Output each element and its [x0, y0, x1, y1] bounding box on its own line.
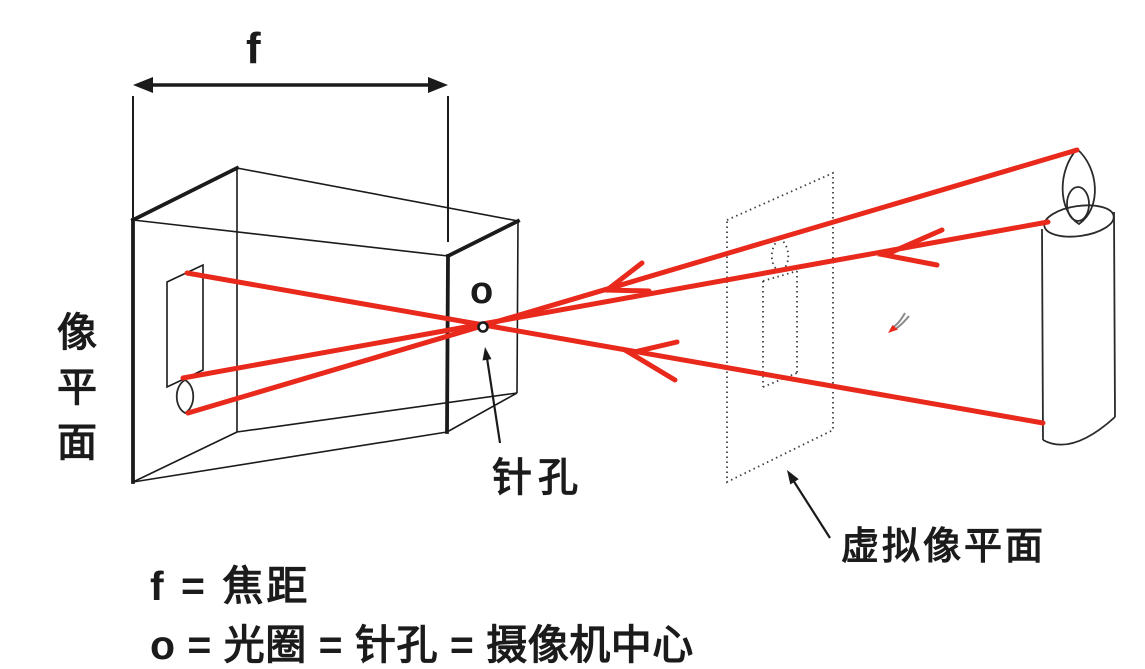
box-edge-bottom-front [132, 431, 448, 483]
box-edge-back-right-vertical [516, 220, 519, 394]
box-edge-bottom-left [132, 431, 238, 483]
pinhole-aperture [477, 321, 489, 333]
box-edge-top-right-corner [445, 218, 521, 259]
candle-body-bottom [1042, 416, 1116, 446]
box-edge-bottom-back [236, 392, 518, 433]
virtual-plane-outline [726, 171, 834, 484]
ray-arrowhead-right [876, 227, 945, 268]
annotation-pencil-cursor [888, 312, 910, 333]
pencil-icon [892, 312, 906, 328]
light-rays [180, 147, 1080, 426]
candle-flame-inner [1066, 186, 1090, 222]
projected-image-rect [166, 263, 204, 389]
box-edge-bottom-right [446, 392, 518, 433]
candle [1041, 147, 1116, 446]
focal-length-dimension [132, 77, 449, 242]
candle-flame-outer [1061, 147, 1096, 226]
candle-body-left [1041, 228, 1044, 441]
virtual-image-plane-label: 虚拟像平面 [841, 526, 1047, 568]
legend-focal-length: f = 焦距 [150, 563, 311, 609]
dimension-arrowhead-left [133, 77, 153, 93]
virtual-candle-flame [770, 236, 790, 274]
candle-body-right [1113, 211, 1116, 418]
focal-length-label: f [246, 24, 261, 73]
image-plane-label: 像平面 [57, 311, 97, 465]
ray-flame-tip-to-image [185, 147, 1080, 416]
ray-candle-top-to-image [180, 219, 1051, 381]
dimension-arrowhead-right [428, 77, 448, 93]
box-edge-top-back [236, 167, 519, 222]
virtual-candle-body-top [762, 270, 798, 282]
camera-box [130, 165, 521, 484]
projected-candle-flame [175, 378, 195, 415]
ray-arrowhead-mid-lower [623, 339, 680, 383]
projected-image [166, 263, 204, 415]
virtual-plane-pointer-arrowhead [787, 470, 799, 485]
legend-camera-center: o = 光圈 = 针孔 = 摄像机中心 [150, 622, 694, 668]
virtual-image-plane [726, 171, 834, 484]
box-edge-top-left [130, 165, 240, 223]
pinhole-pointer-arrowhead [482, 347, 492, 361]
camera-center-o-label: o [470, 270, 494, 312]
pointer-arrows [482, 347, 831, 539]
box-edge-top-front [132, 219, 449, 257]
ray-candle-bottom-to-image [184, 270, 1046, 426]
virtual-plane-pointer-line [792, 479, 831, 539]
ray-arrowhead-mid-upper [599, 260, 652, 294]
pinhole-pointer-line [485, 357, 502, 444]
pinhole-label: 针孔 [492, 456, 584, 500]
box-edge-front-right-vertical [445, 254, 450, 434]
virtual-candle-body-bottom [762, 372, 798, 388]
